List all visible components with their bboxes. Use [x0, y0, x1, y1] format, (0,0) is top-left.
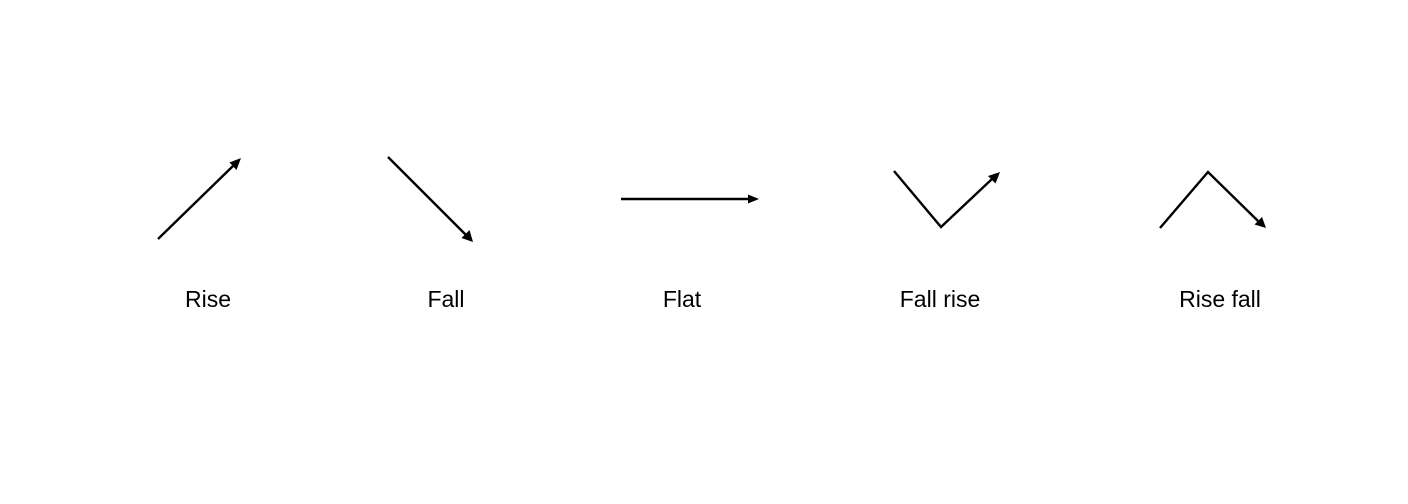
- fall-arrow-icon: [387, 156, 473, 242]
- fall-rise-label: Fall rise: [899, 286, 981, 312]
- flat-label: Flat: [662, 286, 702, 312]
- rise-arrow-icon: [157, 158, 241, 240]
- fall-label: Fall: [427, 286, 465, 312]
- fall-rise-arrow-icon: [893, 170, 1000, 229]
- rise-fall-label: Rise fall: [1179, 286, 1261, 312]
- rise-fall-arrow-icon: [1159, 170, 1266, 229]
- flat-arrow-icon: [621, 194, 759, 204]
- rise-label: Rise: [184, 286, 232, 312]
